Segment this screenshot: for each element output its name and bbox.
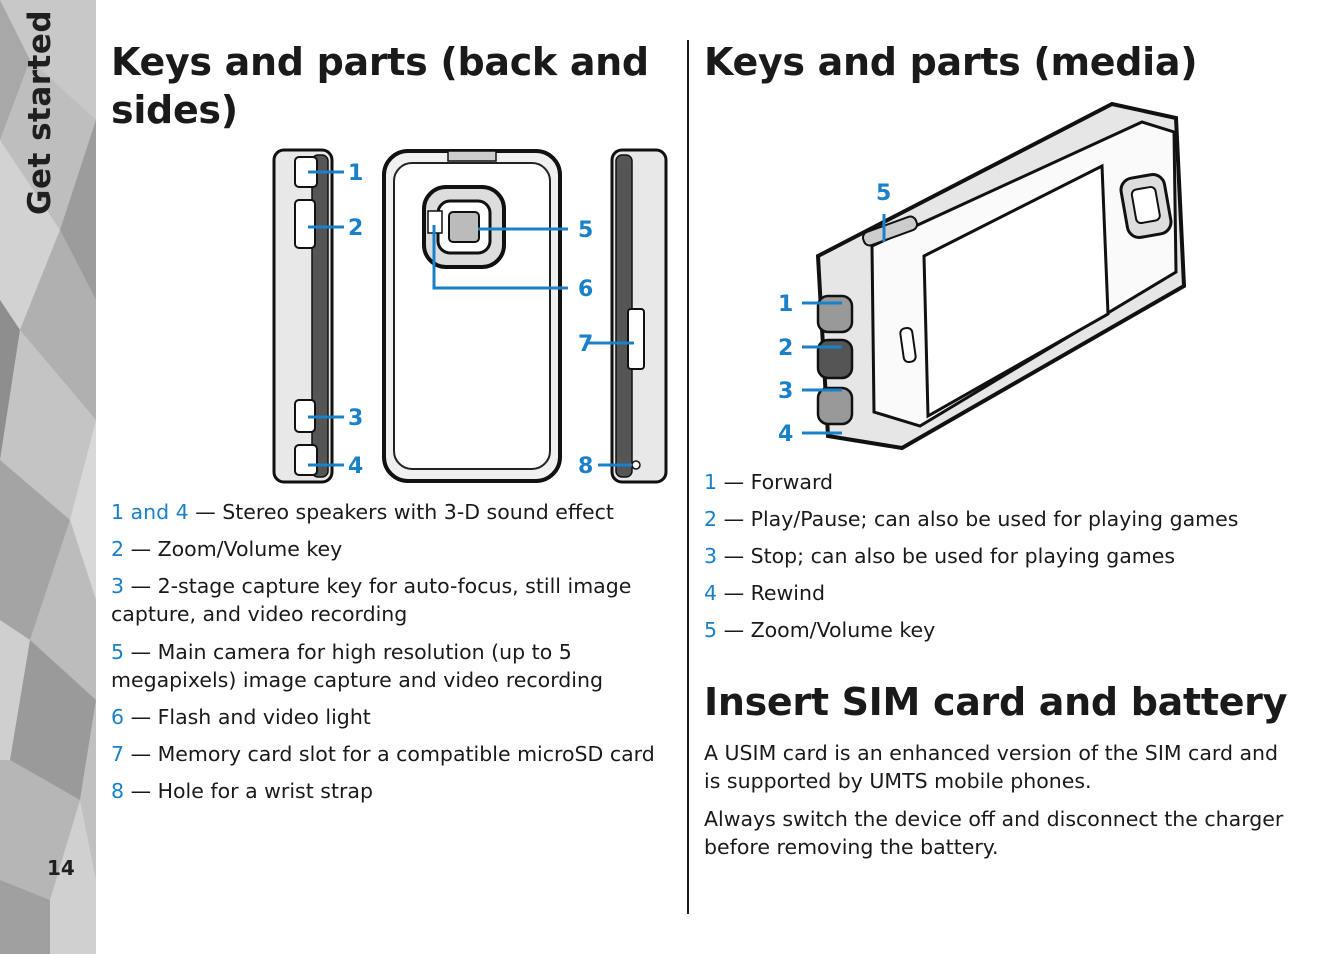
part-number: 1 and 4 (111, 500, 189, 524)
part-text: — Rewind (717, 581, 825, 605)
section-label: Get started (22, 9, 58, 215)
part-number: 2 (704, 507, 718, 531)
callout-label: 4 (348, 454, 363, 479)
part-number: 8 (111, 779, 125, 803)
part-number: 5 (704, 618, 718, 642)
callout-label: 5 (578, 218, 593, 243)
sidebar: Get started 14 (0, 0, 96, 954)
part-text: — Stereo speakers with 3-D sound effect (188, 500, 614, 524)
part-description: 8 — Hole for a wrist strap (111, 777, 671, 805)
part-description: 2 — Zoom/Volume key (111, 535, 671, 563)
callout-label: 6 (578, 277, 593, 302)
insert-sim-title: Insert SIM card and battery (704, 680, 1288, 724)
part-description: 5 — Zoom/Volume key (704, 616, 1294, 644)
left-title: Keys and parts (back and sides) (111, 40, 649, 132)
part-number: 3 (704, 544, 718, 568)
part-text: — Stop; can also be used for playing gam… (717, 544, 1176, 568)
body-paragraph: A USIM card is an enhanced version of th… (704, 741, 1279, 793)
part-description: 1 — Forward (704, 468, 1294, 496)
callout-label: 7 (578, 332, 593, 357)
part-text: — Zoom/Volume key (124, 537, 343, 561)
callout-label: 1 (348, 161, 363, 186)
callout-label: 3 (348, 406, 363, 431)
part-number: 7 (111, 742, 125, 766)
part-number: 2 (111, 537, 125, 561)
part-number: 1 (704, 470, 718, 494)
page-number: 14 (47, 856, 75, 880)
part-text: — 2-stage capture key for auto-focus, st… (111, 574, 632, 626)
part-description: 4 — Rewind (704, 579, 1294, 607)
part-number: 4 (704, 581, 718, 605)
callout-label: 2 (778, 336, 793, 361)
callout-label: 8 (578, 454, 593, 479)
part-description: 5 — Main camera for high resolution (up … (111, 638, 671, 694)
part-text: — Forward (717, 470, 834, 494)
callout-label: 3 (778, 379, 793, 404)
phone-back-sides-illustration: 1 2 3 4 5 6 7 8 (272, 148, 668, 484)
part-description: 7 — Memory card slot for a compatible mi… (111, 740, 671, 768)
part-text: — Play/Pause; can also be used for playi… (717, 507, 1239, 531)
part-number: 5 (111, 640, 125, 664)
column-divider (687, 40, 689, 914)
part-text: — Memory card slot for a compatible micr… (124, 742, 655, 766)
right-title: Keys and parts (media) (704, 40, 1198, 84)
callout-label: 4 (778, 422, 793, 447)
part-text: — Hole for a wrist strap (124, 779, 373, 803)
part-text: — Main camera for high resolution (up to… (111, 640, 603, 692)
part-description: 3 — Stop; can also be used for playing g… (704, 542, 1294, 570)
part-text: — Zoom/Volume key (717, 618, 936, 642)
part-description: 6 — Flash and video light (111, 703, 671, 731)
part-number: 6 (111, 705, 125, 729)
part-text: — Flash and video light (124, 705, 371, 729)
callout-label: 5 (876, 181, 891, 206)
callout-label: 2 (348, 216, 363, 241)
body-paragraph: Always switch the device off and disconn… (704, 807, 1284, 859)
part-number: 3 (111, 574, 125, 598)
part-description: 3 — 2-stage capture key for auto-focus, … (111, 572, 671, 628)
phone-media-keys-illustration: 5 1 2 3 4 (778, 101, 1187, 451)
part-description: 2 — Play/Pause; can also be used for pla… (704, 505, 1294, 533)
callout-label: 1 (778, 292, 793, 317)
part-description: 1 and 4 — Stereo speakers with 3-D sound… (111, 498, 671, 526)
sidebar-pattern (0, 0, 96, 954)
